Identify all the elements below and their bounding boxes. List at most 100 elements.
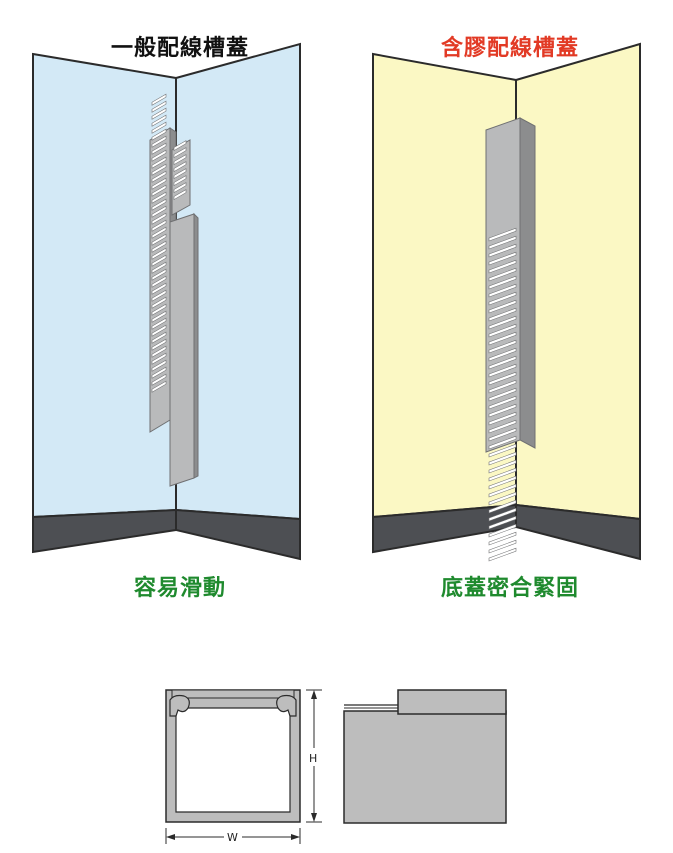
left-panel-base-right [175, 508, 301, 561]
cross-section-profile: H W [165, 689, 322, 844]
duct-slot [151, 261, 167, 274]
duct-slot [151, 268, 167, 281]
duct-slot [488, 403, 517, 418]
sliding-duct [149, 93, 199, 487]
duct-slot [151, 373, 167, 386]
sliding-cover [169, 213, 195, 487]
duct-side-body [343, 710, 507, 824]
duct-slot [488, 531, 517, 546]
duct-slot [488, 419, 517, 434]
duct-slot [488, 331, 517, 346]
duct-slot [151, 184, 167, 197]
duct-slot [151, 303, 167, 316]
duct-slot [488, 307, 517, 322]
duct-slot [488, 515, 517, 530]
duct-slot [151, 219, 167, 232]
duct-slot [151, 380, 167, 393]
cover-side [397, 689, 507, 715]
duct-slot [151, 121, 167, 134]
duct-slot [151, 359, 167, 372]
duct-slot [488, 427, 517, 442]
duct-slot [151, 296, 167, 309]
duct-slot [151, 93, 167, 106]
duct-slot [151, 191, 167, 204]
duct-slot [488, 475, 517, 490]
duct-slot [151, 317, 167, 330]
duct-slot [151, 212, 167, 225]
duct-slot [488, 299, 517, 314]
duct-slot [151, 345, 167, 358]
duct-slot [488, 547, 517, 562]
duct-slot [151, 198, 167, 211]
duct-slot [151, 289, 167, 302]
duct-slot [151, 338, 167, 351]
duct-slot [488, 491, 517, 506]
duct-slot [151, 170, 167, 183]
duct-slot [151, 233, 167, 246]
duct-slot [488, 235, 517, 250]
left-lip-hook [169, 694, 190, 717]
duct-slot [151, 366, 167, 379]
duct-slot [151, 114, 167, 127]
duct-slot [151, 240, 167, 253]
duct-slot [151, 205, 167, 218]
left-corner-panel [32, 42, 301, 561]
side-view-profile [343, 689, 507, 824]
duct-slot [488, 483, 517, 498]
duct-slot [151, 324, 167, 337]
duct-slot [488, 339, 517, 354]
duct-slot [151, 254, 167, 267]
duct-slot [151, 128, 167, 141]
duct-slot [173, 189, 187, 201]
duct-slot [488, 395, 517, 410]
duct-slot [173, 182, 187, 194]
duct-slot [488, 379, 517, 394]
left-panel-caption: 容易滑動 [133, 576, 226, 601]
duct-slot [151, 100, 167, 113]
right-lip-hook [276, 694, 297, 717]
duct-slot [151, 275, 167, 288]
duct-slot [488, 467, 517, 482]
duct-slot [488, 355, 517, 370]
left-panel-base-left [32, 508, 177, 554]
duct-slot [151, 282, 167, 295]
duct-slot [151, 135, 167, 148]
duct-slot [488, 243, 517, 258]
duct-slot [488, 435, 517, 450]
duct-slot [151, 156, 167, 169]
duct-slot [488, 267, 517, 282]
duct-slot [151, 352, 167, 365]
right-panel-base-right [515, 503, 641, 561]
duct-slot [151, 331, 167, 344]
duct-slot [488, 323, 517, 338]
duct-slot [488, 499, 517, 514]
duct-slot [151, 163, 167, 176]
duct-slot [488, 283, 517, 298]
width-dimension-label: W [227, 831, 238, 844]
duct-slot [488, 507, 517, 522]
duct-slot [151, 107, 167, 120]
duct-slot [488, 251, 517, 266]
duct-slot [173, 154, 187, 166]
duct-slot [151, 247, 167, 260]
duct-slot [488, 363, 517, 378]
duct-slot [488, 411, 517, 426]
duct-slot [173, 175, 187, 187]
duct-slot [151, 226, 167, 239]
duct-slot [488, 275, 517, 290]
duct-slot [488, 443, 517, 458]
duct-slot [151, 142, 167, 155]
right-panel-caption: 底蓋密合緊固 [440, 576, 579, 601]
left-panel-title: 一般配線槽蓋 [110, 36, 249, 61]
duct-slot [488, 227, 517, 242]
duct-slot [488, 315, 517, 330]
duct-slot [488, 291, 517, 306]
duct-slot [173, 140, 187, 152]
duct-slot [488, 387, 517, 402]
duct-slot [488, 539, 517, 554]
duct-slot [151, 177, 167, 190]
duct-slot [488, 371, 517, 386]
duct-slot [173, 168, 187, 180]
duct-slot [488, 451, 517, 466]
